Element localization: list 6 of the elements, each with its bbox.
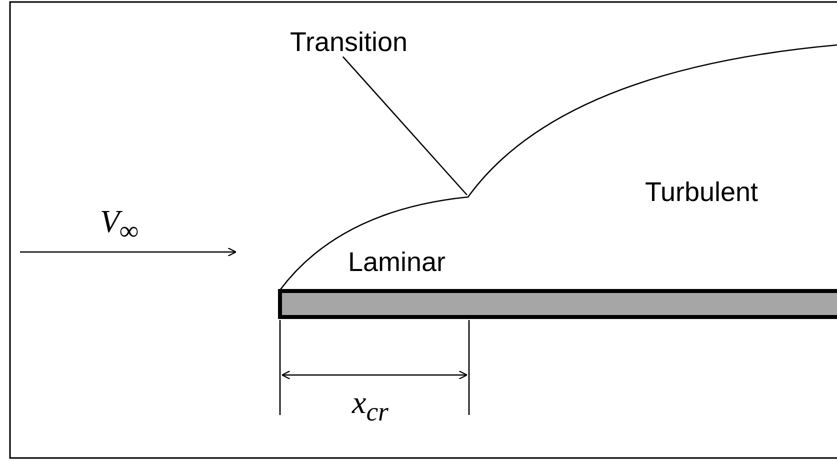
velocity-symbol: V$_{∞}$ — [100, 204, 139, 246]
region-label: Laminar — [348, 248, 446, 278]
dimension-label: x$_{cr}$ — [352, 385, 388, 427]
leader-line — [342, 56, 468, 196]
callout-label: Transition — [290, 28, 408, 58]
region-label: Turbulent — [645, 178, 758, 208]
